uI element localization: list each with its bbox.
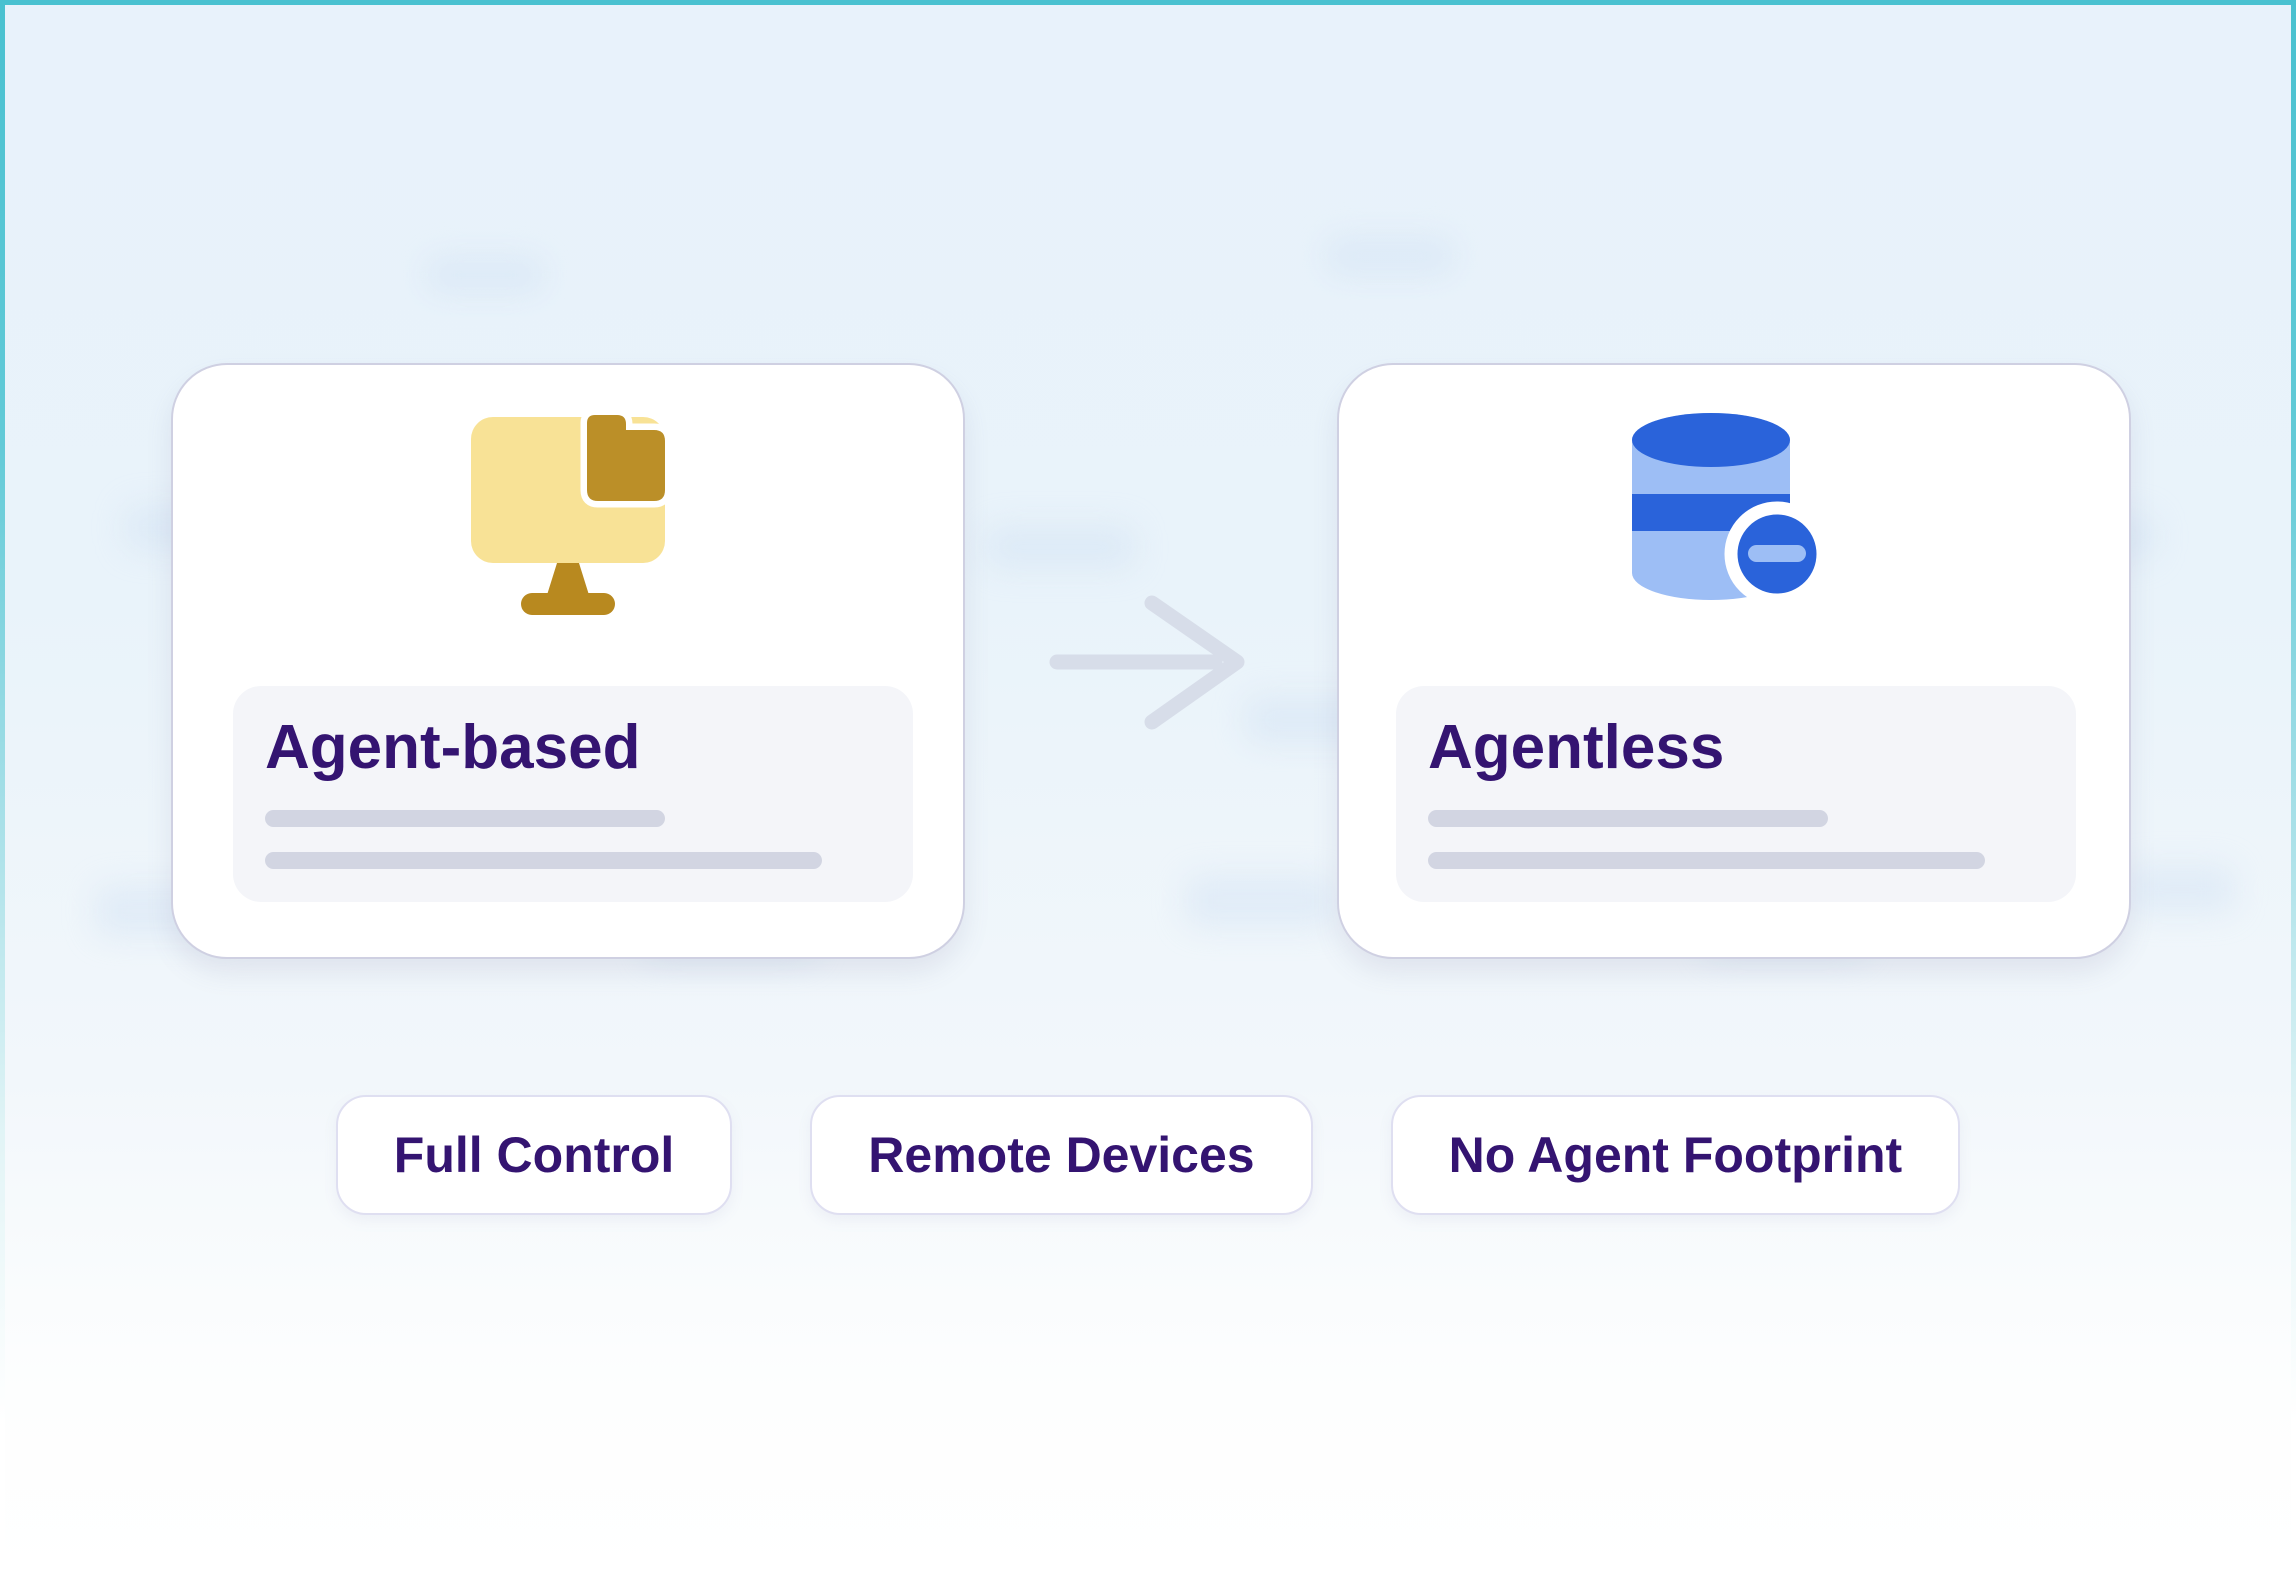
skeleton-line <box>1428 810 1828 827</box>
skeleton-line <box>265 852 822 869</box>
database-minus-icon <box>1622 405 1842 625</box>
pill-remote-devices: Remote Devices <box>810 1095 1313 1215</box>
card-label-panel: Agent-based <box>233 686 913 902</box>
pill-no-agent-footprint: No Agent Footprint <box>1390 1095 1961 1215</box>
card-agentless: Agentless <box>1337 363 2131 959</box>
pill-label: Remote Devices <box>868 1127 1255 1183</box>
card-title: Agent-based <box>265 713 641 782</box>
monitor-folder-icon <box>465 408 675 619</box>
card-agent-based: Agent-based <box>171 363 965 959</box>
feature-pill-row: Full Control Remote Devices No Agent Foo… <box>0 1095 2296 1215</box>
pill-full-control: Full Control <box>335 1095 733 1215</box>
card-title: Agentless <box>1428 713 1725 782</box>
card-label-panel: Agentless <box>1396 686 2076 902</box>
pill-label: No Agent Footprint <box>1448 1127 1903 1183</box>
right-arrow-icon <box>1040 590 1250 740</box>
skeleton-line <box>265 810 665 827</box>
pill-label: Full Control <box>393 1127 675 1183</box>
skeleton-line <box>1428 852 1985 869</box>
